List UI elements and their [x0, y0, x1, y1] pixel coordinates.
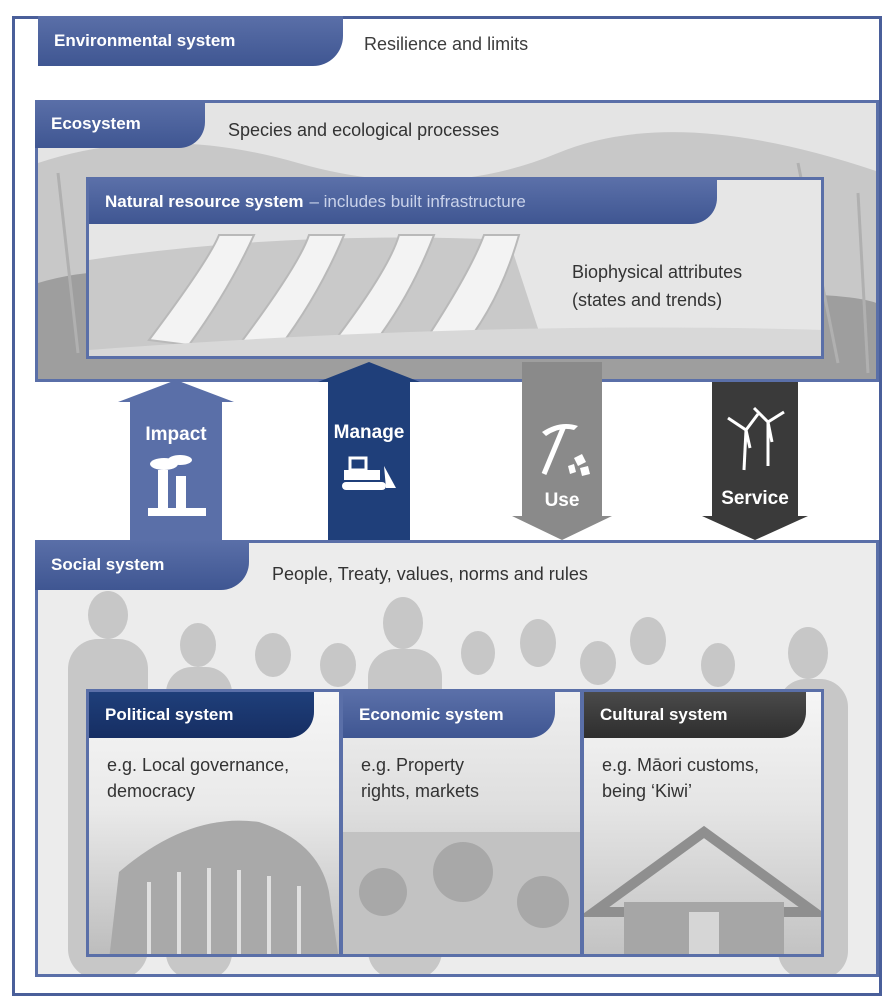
manage-label: Manage [333, 422, 405, 443]
economic-system-box: Economic system e.g. Property rights, ma… [340, 689, 583, 957]
natural-resource-tab: Natural resource system – includes built… [89, 180, 717, 224]
bulldozer-icon [342, 456, 396, 490]
ecosystem-tab: Ecosystem [35, 100, 205, 148]
ecosystem-title: Ecosystem [51, 114, 141, 133]
political-system-tab: Political system [89, 692, 314, 738]
pickaxe-icon [541, 424, 590, 476]
biophysical-attributes-line1: Biophysical attributes [572, 262, 743, 282]
political-system-box: Political system e.g. Local governance, … [86, 689, 342, 957]
use-arrow: Use [512, 362, 612, 540]
factory-icon [148, 455, 206, 516]
biophysical-attributes: Biophysical attributes (states and trend… [572, 258, 742, 314]
cultural-system-box: Cultural system e.g. Māori customs, bein… [581, 689, 824, 957]
wind-turbine-icon [727, 406, 785, 471]
impact-arrow: Impact [118, 380, 234, 540]
social-system-caption: People, Treaty, values, norms and rules [272, 564, 588, 584]
environmental-system-tab: Environmental system [38, 16, 343, 66]
use-label: Use [544, 490, 580, 511]
cultural-example-line1: e.g. Māori customs, [602, 755, 760, 775]
natural-resource-subtitle: – includes built infrastructure [309, 192, 526, 211]
economic-system-tab: Economic system [343, 692, 555, 738]
impact-label: Impact [145, 424, 207, 445]
environmental-system-caption: Resilience and limits [364, 34, 529, 54]
marae-building [584, 825, 821, 954]
natural-resource-title: Natural resource system [105, 192, 304, 211]
economic-system-title: Economic system [359, 705, 504, 724]
social-system-tab: Social system [35, 540, 249, 590]
social-system-title: Social system [51, 555, 165, 574]
political-example-line1: e.g. Local governance, [107, 755, 290, 775]
political-system-title: Political system [105, 705, 234, 724]
cultural-system-examples: e.g. Māori customs, being ‘Kiwi’ [602, 752, 759, 804]
cultural-system-tab: Cultural system [584, 692, 806, 738]
cultural-system-title: Cultural system [600, 705, 728, 724]
environmental-system-title: Environmental system [54, 31, 236, 50]
service-label: Service [721, 488, 789, 509]
biophysical-attributes-line2: (states and trends) [572, 290, 723, 310]
economic-example-line1: e.g. Property [361, 755, 465, 775]
market-background [343, 832, 580, 954]
political-system-examples: e.g. Local governance, democracy [107, 752, 289, 804]
beehive-building [109, 820, 339, 954]
economic-example-line2: rights, markets [361, 781, 480, 801]
ecosystem-caption: Species and ecological processes [228, 120, 500, 140]
cultural-example-line2: being ‘Kiwi’ [602, 781, 693, 801]
political-example-line2: democracy [107, 781, 196, 801]
economic-system-examples: e.g. Property rights, markets [361, 752, 479, 804]
service-arrow: Service [702, 382, 808, 540]
manage-arrow: Manage [318, 362, 420, 540]
